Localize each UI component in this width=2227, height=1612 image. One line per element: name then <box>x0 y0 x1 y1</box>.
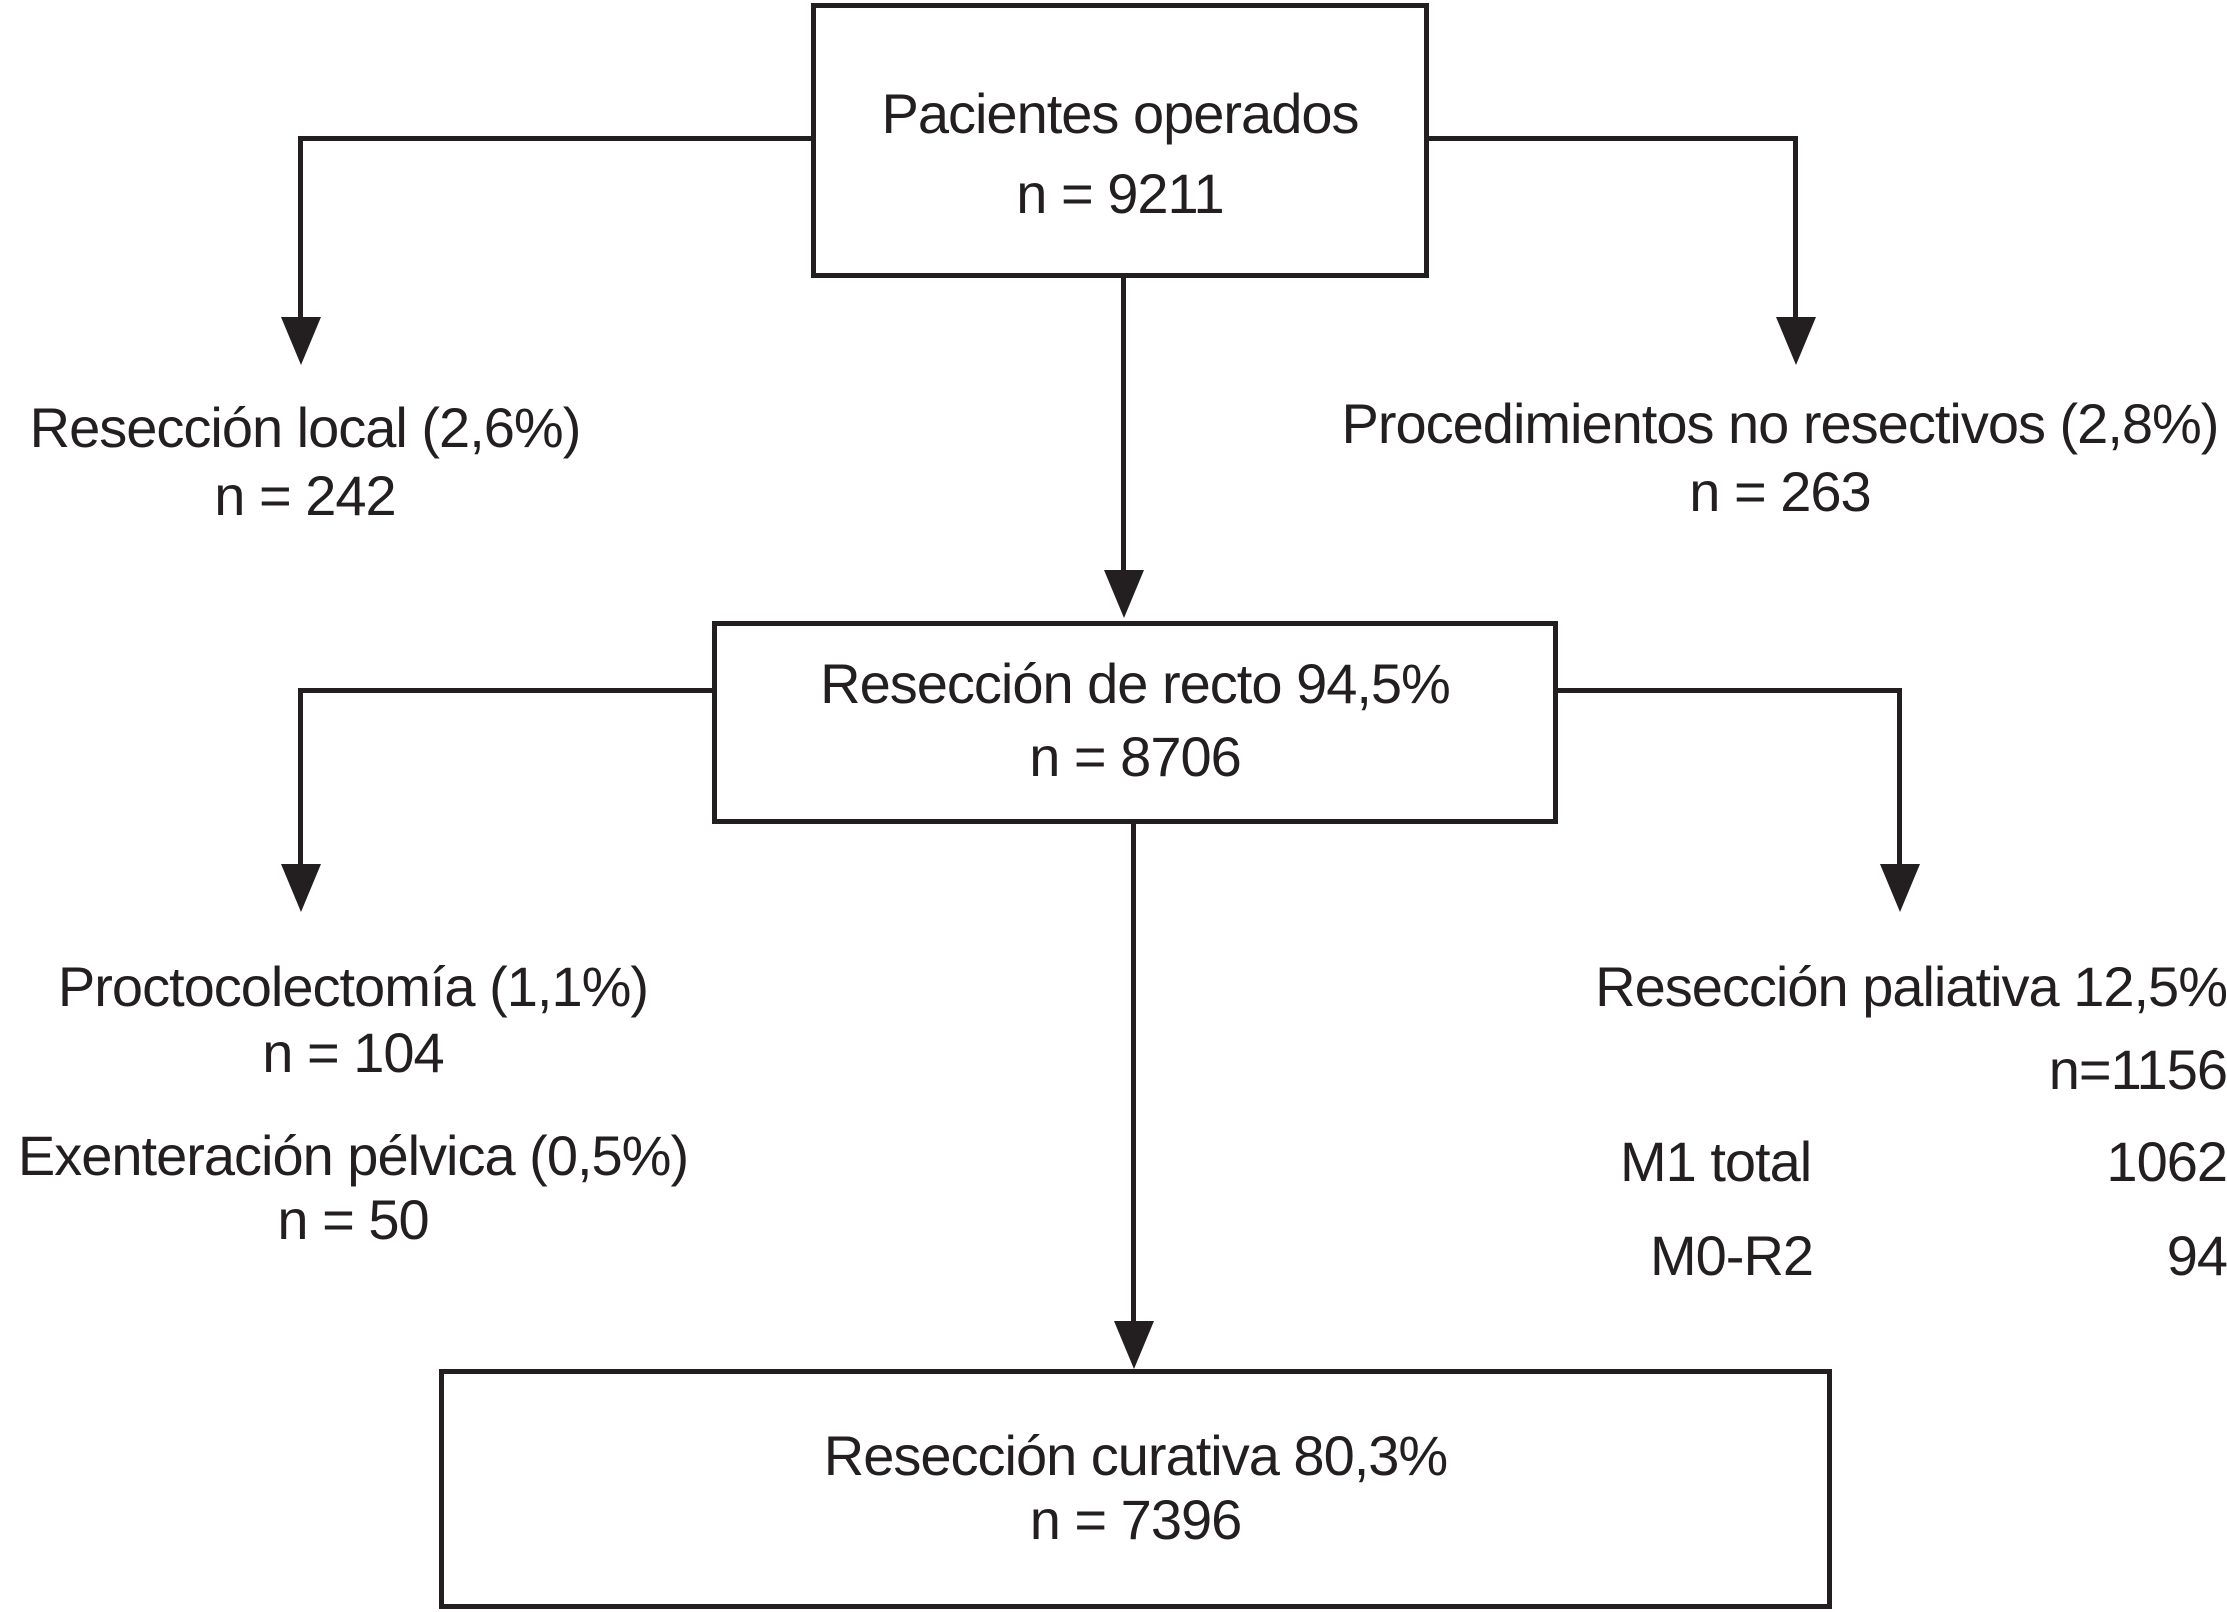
node-count: n = 8706 <box>1029 724 1242 788</box>
arrow-down-icon <box>1776 317 1816 365</box>
connector-center-vertical-1 <box>1121 278 1126 574</box>
node-title: Resección curativa 80,3% <box>823 1424 1448 1487</box>
node-title: Pacientes operados <box>881 81 1359 145</box>
label-count-row: n=1156 <box>1590 1037 2227 1103</box>
node-reseccion-curativa: Resección curativa 80,3% n = 7396 <box>439 1369 1832 1609</box>
arrow-down-icon <box>281 317 321 365</box>
connector-top-left-vertical <box>298 136 303 320</box>
node-reseccion-de-recto: Resección de recto 94,5% n = 8706 <box>712 621 1558 824</box>
label-count: n = 242 <box>214 464 396 527</box>
label-count: n=1156 <box>2048 1038 2227 1101</box>
detail-label: M1 total <box>1620 1130 1812 1193</box>
label-title: Resección local (2,6%) <box>29 396 582 459</box>
label-count: n = 263 <box>1689 460 1871 523</box>
detail-value: 94 <box>2166 1224 2227 1287</box>
node-title: Resección de recto 94,5% <box>820 651 1451 715</box>
label-title: Procedimientos no resectivos (2,8%) <box>1341 392 2220 455</box>
connector-mid-right-vertical <box>1897 688 1902 868</box>
label-title-row: Resección paliativa 12,5% <box>1590 954 2227 1020</box>
connector-top-right-vertical <box>1793 136 1798 320</box>
node-count: n = 9211 <box>1016 161 1224 225</box>
label-proctocolectomia: Proctocolectomía (1,1%) n = 104 <box>0 954 706 1086</box>
label-count: n = 104 <box>262 1021 444 1084</box>
connector-mid-left-horizontal <box>300 688 712 693</box>
connector-center-vertical-2 <box>1131 824 1136 1325</box>
label-reseccion-local: Resección local (2,6%) n = 242 <box>0 394 610 530</box>
label-title: Proctocolectomía (1,1%) <box>57 955 649 1018</box>
arrow-down-icon <box>1880 864 1920 912</box>
arrow-down-icon <box>1114 1321 1154 1369</box>
label-reseccion-paliativa-group: Resección paliativa 12,5% n=1156 M1 tota… <box>1590 0 2227 1612</box>
label-exenteracion-pelvica: Exenteración pélvica (0,5%) n = 50 <box>0 1124 706 1252</box>
label-title: Resección paliativa 12,5% <box>1595 955 2227 1018</box>
connector-top-left-horizontal <box>300 136 811 141</box>
label-procedimientos-no-resectivos: Procedimientos no resectivos (2,8%) n = … <box>1333 390 2227 526</box>
label-title: Exenteración pélvica (0,5%) <box>17 1124 689 1187</box>
detail-value: 1062 <box>2106 1130 2227 1193</box>
arrow-down-icon <box>281 864 321 912</box>
connector-mid-right-horizontal <box>1558 688 1902 693</box>
node-pacientes-operados: Pacientes operados n = 9211 <box>811 3 1429 278</box>
label-detail-row: M1 total 1062 <box>1590 1129 2227 1195</box>
label-count: n = 50 <box>277 1188 429 1251</box>
detail-label: M0-R2 <box>1650 1224 1814 1287</box>
connector-mid-left-vertical <box>298 688 303 868</box>
label-detail-row: M0-R2 94 <box>1590 1223 2227 1289</box>
connector-top-right-horizontal <box>1429 136 1798 141</box>
node-count: n = 7396 <box>1029 1488 1243 1551</box>
arrow-down-icon <box>1104 570 1144 618</box>
